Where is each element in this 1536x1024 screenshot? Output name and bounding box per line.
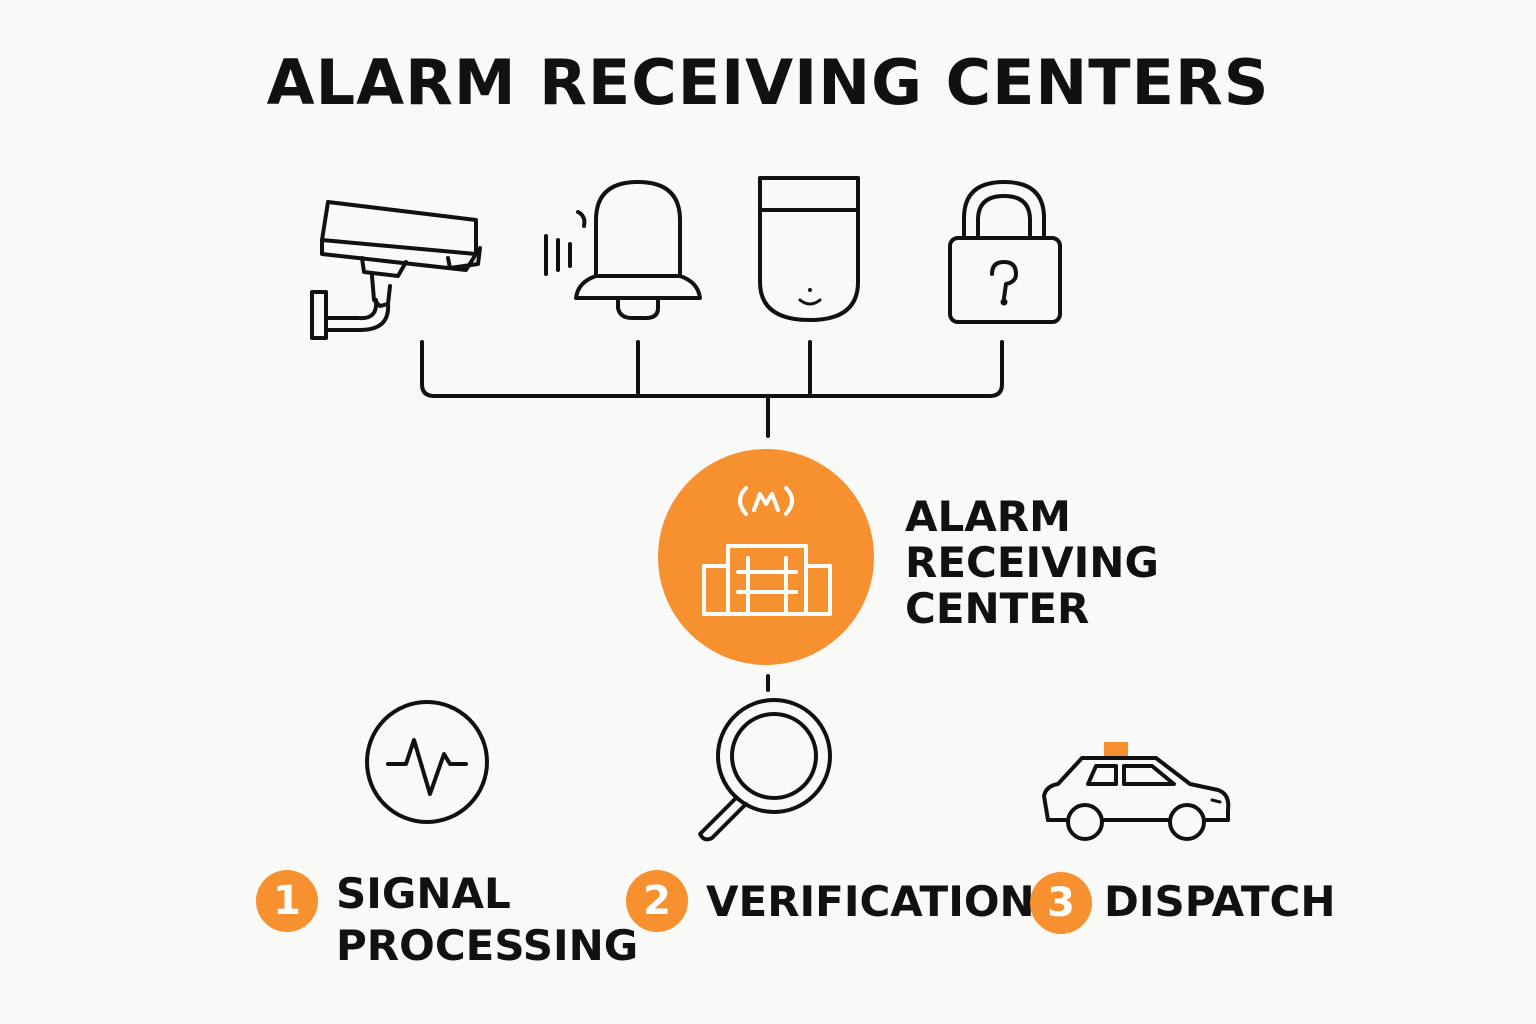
step-verification: 2 VERIFICATION <box>626 870 1035 932</box>
security-camera-icon <box>310 200 482 340</box>
step-label-line: DISPATCH <box>1104 877 1336 926</box>
step-number-badge: 2 <box>626 870 688 932</box>
alarm-bell-icon <box>544 180 702 320</box>
step-label-line: PROCESSING <box>336 921 639 970</box>
center-label-line: RECEIVING <box>905 538 1159 587</box>
building-signal-icon <box>702 486 832 616</box>
magnifier-icon <box>698 698 832 842</box>
step-label: SIGNAL PROCESSING <box>336 868 638 972</box>
motion-sensor-icon <box>758 176 860 322</box>
step-dispatch: 3 DISPATCH <box>1030 872 1336 934</box>
step-signal-processing: 1 SIGNAL PROCESSING <box>256 868 638 972</box>
step-label: DISPATCH <box>1104 876 1336 928</box>
page-title: ALARM RECEIVING CENTERS <box>266 46 1270 119</box>
patrol-car-icon <box>1042 756 1231 841</box>
center-label: ALARM RECEIVING CENTER <box>905 494 1159 632</box>
step-number-badge: 3 <box>1030 872 1092 934</box>
center-label-line: CENTER <box>905 584 1090 633</box>
padlock-icon <box>948 180 1062 324</box>
step-number-badge: 1 <box>256 870 318 932</box>
step-label: VERIFICATION <box>706 876 1035 928</box>
connector-lines <box>420 340 1004 692</box>
heartbeat-signal-icon <box>365 700 489 824</box>
center-label-line: ALARM <box>905 492 1071 541</box>
siren-light <box>1104 742 1128 756</box>
step-label-line: VERIFICATION <box>706 877 1035 926</box>
step-label-line: SIGNAL <box>336 869 511 918</box>
alarm-receiving-center-node <box>658 449 874 665</box>
